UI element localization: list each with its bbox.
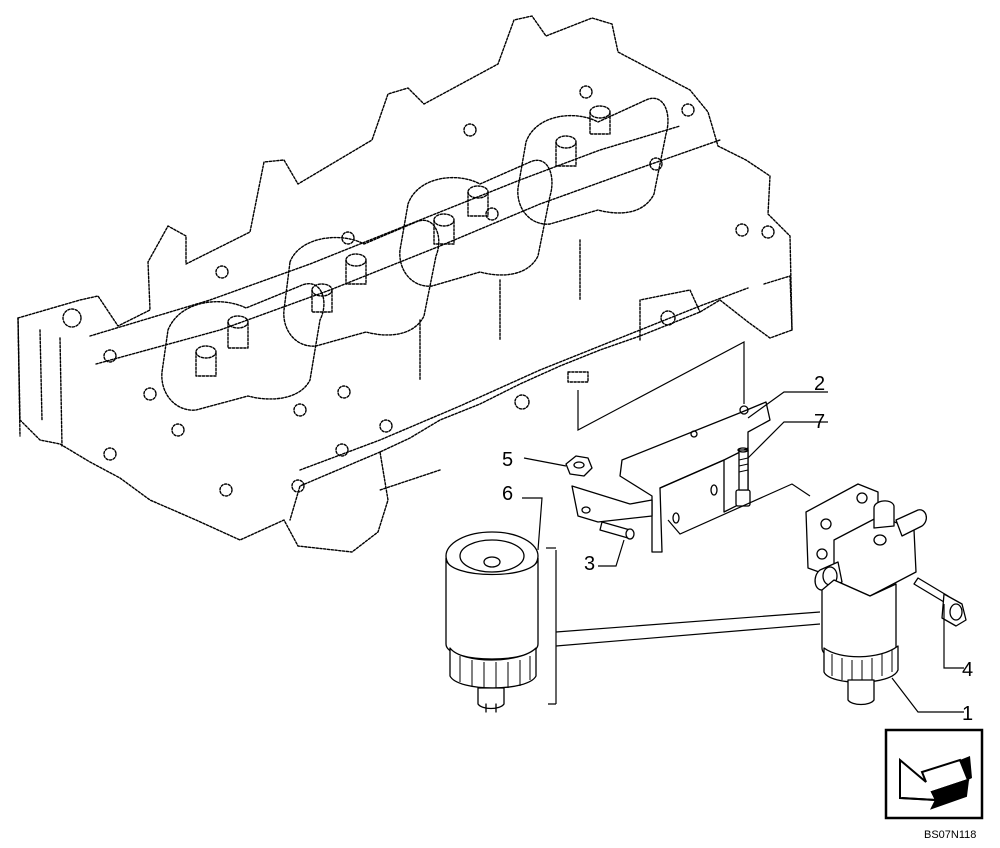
label-4: 4 bbox=[962, 659, 973, 681]
bolt-holes bbox=[62, 85, 775, 497]
cylinder-head-outline bbox=[17, 15, 793, 553]
back-arrow-icon[interactable] bbox=[884, 728, 984, 820]
label-5: 5 bbox=[502, 449, 513, 471]
callout-labels: 1 2 3 4 5 6 7 bbox=[502, 373, 973, 725]
mounting-bracket bbox=[571, 401, 771, 553]
fuel-filter-assembly bbox=[805, 483, 967, 706]
screw-3 bbox=[599, 521, 635, 540]
label-3: 3 bbox=[584, 553, 595, 575]
screw-7 bbox=[735, 447, 751, 507]
label-1: 1 bbox=[962, 703, 973, 725]
label-2: 2 bbox=[814, 373, 825, 395]
label-6: 6 bbox=[502, 483, 513, 505]
label-7: 7 bbox=[814, 411, 825, 433]
nut-5 bbox=[565, 455, 593, 477]
valve-bosses bbox=[195, 105, 611, 377]
leader-lines bbox=[522, 341, 964, 713]
filter-cartridge-6 bbox=[445, 531, 539, 713]
drawing-code: BS07N118 bbox=[924, 829, 976, 841]
